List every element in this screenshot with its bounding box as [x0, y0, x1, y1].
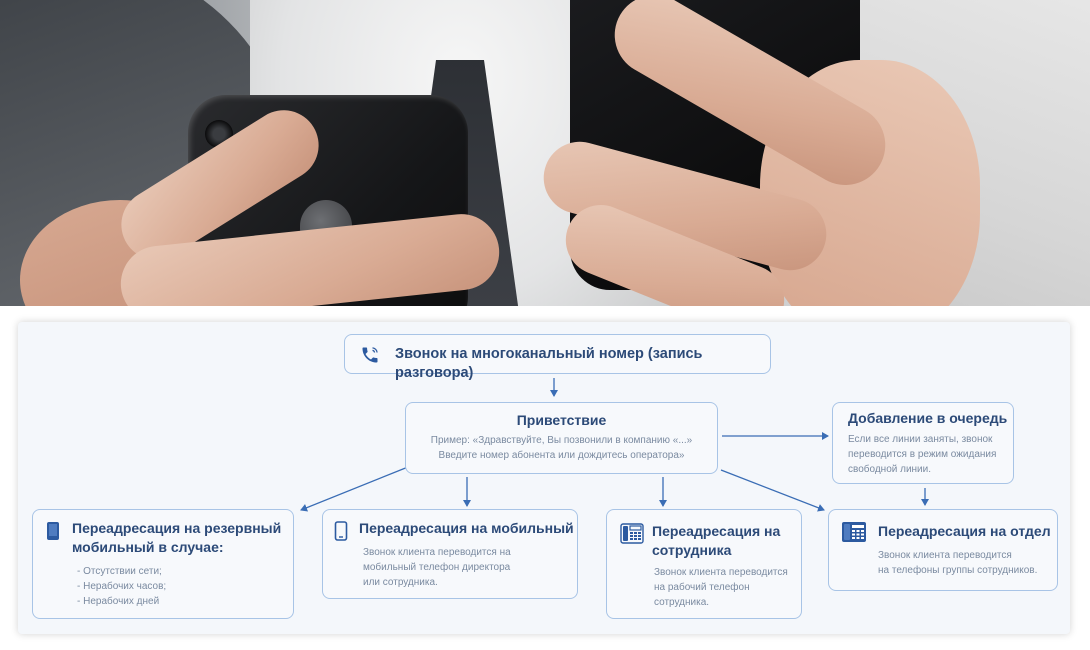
greeting-node: Приветствие Пример: «Здравствуйте, Вы по… — [405, 402, 718, 474]
employee-forward-line-2: на рабочий телефон — [654, 582, 750, 593]
greeting-line-2: Введите номер абонента или дождитесь опе… — [438, 450, 685, 461]
start-node: Звонок на многоканальный номер (запись р… — [344, 334, 771, 381]
smartphone-icon — [47, 522, 59, 540]
connector-arrows — [300, 378, 929, 512]
mobile-forward-line-1: Звонок клиента переводится на — [363, 547, 511, 558]
queue-line-3: свободной линии. — [848, 464, 932, 475]
start-node-title: Звонок на многоканальный номер (запись р… — [395, 346, 703, 381]
department-forward-line-2: на телефоны группы сотрудников. — [878, 565, 1038, 576]
greeting-line-1: Пример: «Здравствуйте, Вы позвонили в ко… — [430, 435, 693, 446]
backup-condition: - Нерабочих дней — [77, 596, 160, 607]
employee-forward-line-1: Звонок клиента переводится — [654, 567, 788, 578]
department-forward-line-1: Звонок клиента переводится — [878, 550, 1012, 561]
employee-forward-node: Переадресация на сотрудника Звонок клиен… — [606, 509, 802, 619]
arrow-greeting-to-department — [720, 469, 825, 512]
call-flow-diagram: Звонок на многоканальный номер (запись р… — [18, 322, 1070, 634]
mobile-forward-line-3: или сотрудника. — [363, 577, 438, 588]
hero-photo — [0, 0, 1090, 306]
backup-condition: - Отсутствии сети; — [77, 566, 162, 577]
employee-forward-title-2: сотрудника — [652, 542, 732, 558]
department-forward-title: Переадресация на отдел — [878, 523, 1051, 539]
phone-handset-icon — [362, 347, 378, 363]
mobile-forward-line-2: мобильный телефон директора — [363, 562, 511, 573]
greeting-title: Приветствие — [516, 412, 607, 428]
backup-title-1: Переадресация на резервный — [72, 520, 282, 536]
employee-forward-line-3: сотрудника. — [654, 597, 710, 608]
mobile-phone-icon — [334, 521, 348, 541]
backup-mobile-node: Переадресация на резервный мобильный в с… — [32, 509, 294, 619]
backup-conditions-list: - Отсутствии сети; - Нерабочих часов; - … — [77, 564, 166, 609]
desk-phone-icon — [620, 523, 644, 544]
mobile-forward-title: Переадресация на мобильный — [359, 520, 574, 536]
queue-line-2: переводится в режим ожидания — [848, 449, 997, 460]
employee-forward-title-1: Переадресация на — [652, 523, 781, 539]
department-forward-node: Переадресация на отдел Звонок клиента пе… — [828, 509, 1058, 591]
queue-title: Добавление в очередь — [848, 410, 1008, 426]
arrow-greeting-to-backup — [300, 466, 409, 512]
queue-line-1: Если все линии заняты, звонок — [848, 434, 993, 445]
backup-title-2: мобильный в случае: — [72, 539, 224, 555]
office-phone-icon — [842, 522, 866, 542]
mobile-forward-node: Переадресация на мобильный Звонок клиент… — [322, 509, 578, 599]
backup-condition: - Нерабочих часов; — [77, 581, 167, 592]
queue-node: Добавление в очередь Если все линии заня… — [832, 402, 1014, 484]
